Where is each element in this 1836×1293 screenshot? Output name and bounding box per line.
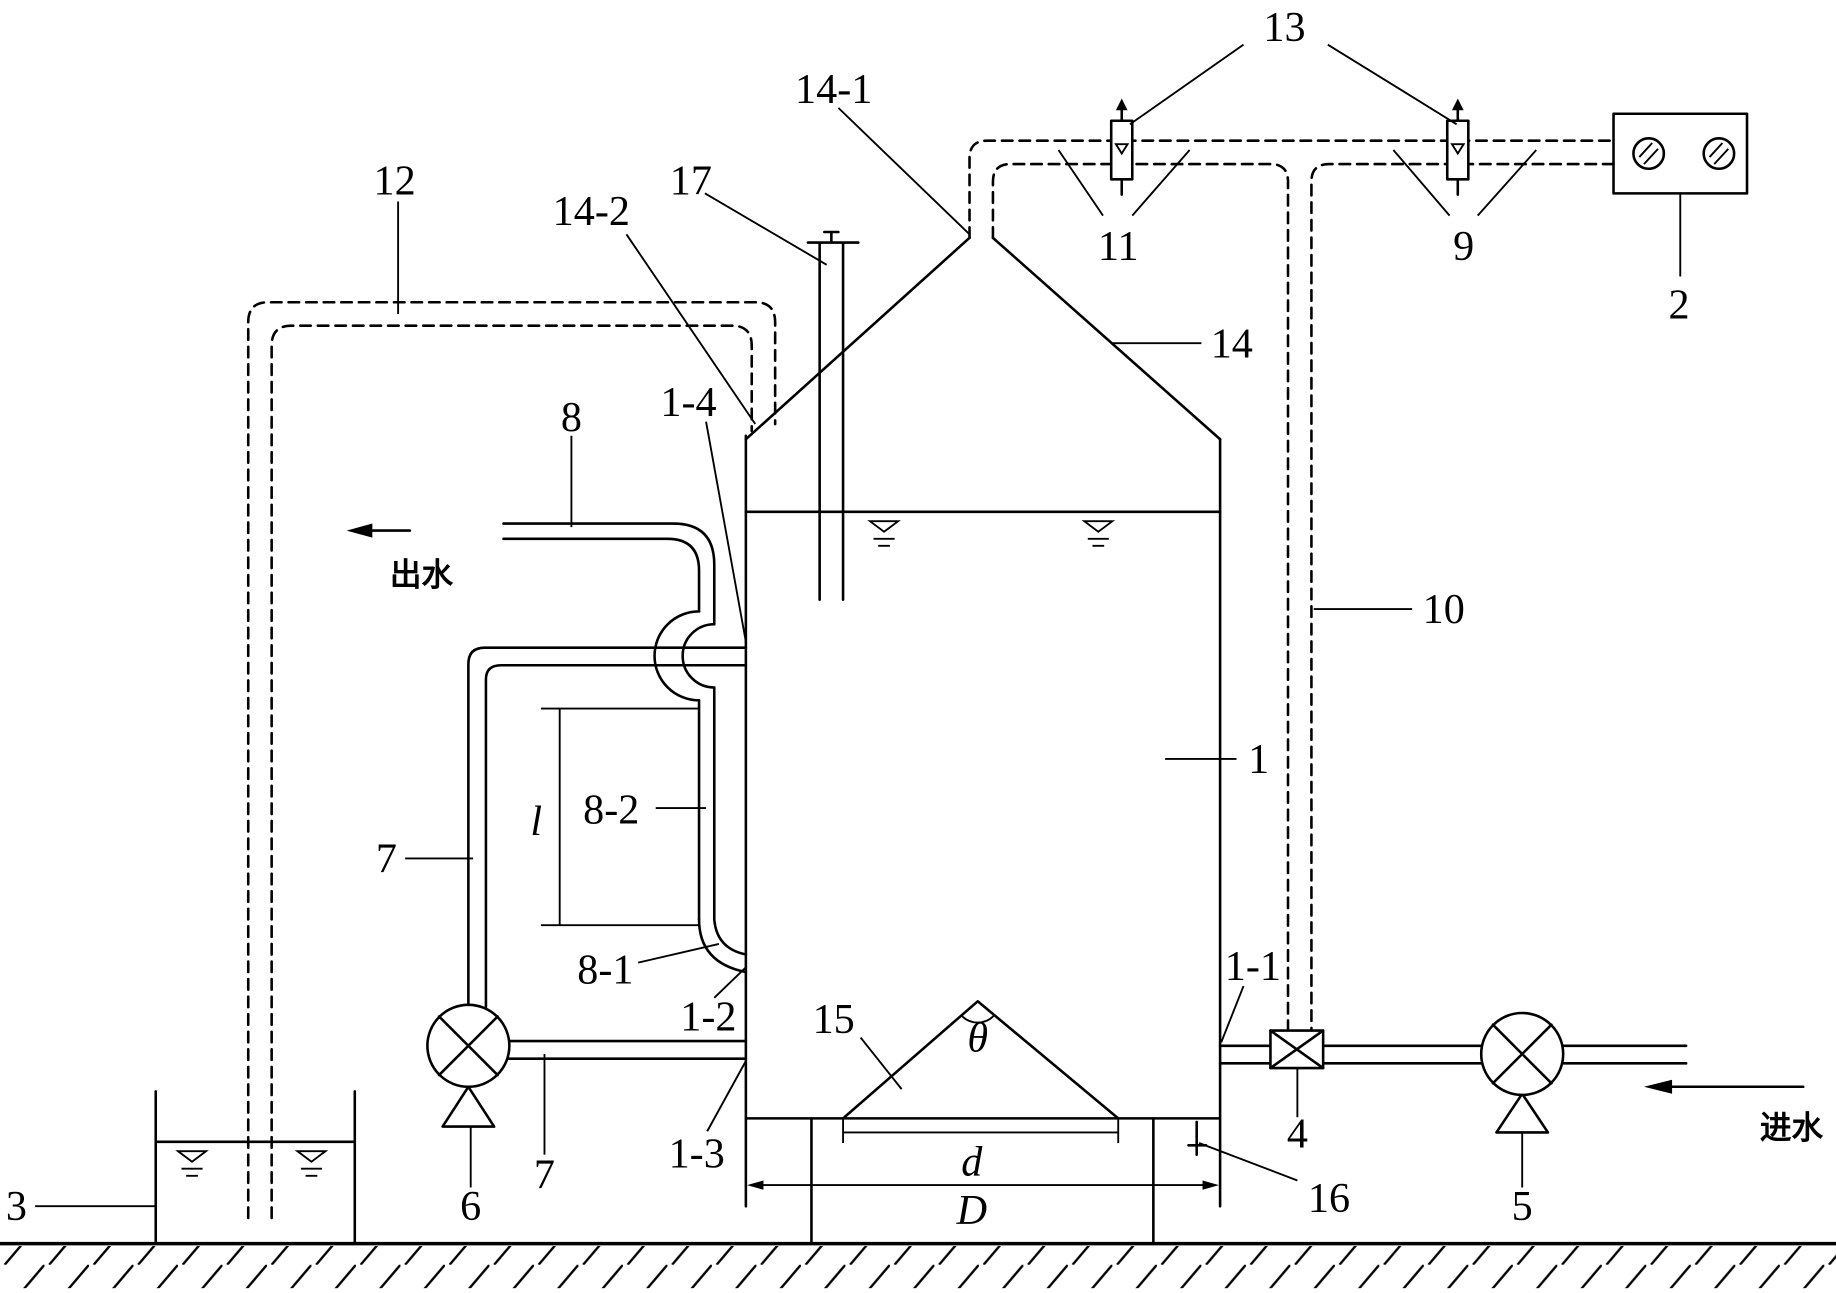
label-14: 14 <box>1211 320 1253 367</box>
gas-pipe-11-outer <box>968 139 1615 240</box>
tank-3 <box>154 1090 357 1245</box>
label-3: 3 <box>6 1183 27 1230</box>
label-8-2: 8-2 <box>583 786 639 833</box>
leader-8-1 <box>637 943 720 964</box>
inlet-label: 进水 <box>1760 1110 1824 1146</box>
leader-1-1 <box>1220 985 1245 1043</box>
recirculation-pipe-7-lower <box>506 1039 748 1060</box>
vessel-walls <box>744 434 1222 1208</box>
label-5: 5 <box>1512 1183 1533 1230</box>
pump-5-cross <box>1491 1023 1553 1085</box>
label-14-1: 14-1 <box>795 66 872 113</box>
tank-water-symbol-left <box>175 1150 209 1177</box>
device-2-dial-right <box>1702 137 1736 171</box>
label-8: 8 <box>561 394 582 441</box>
dimension-D-arrow-right <box>1202 1180 1219 1190</box>
label-7-lower: 7 <box>534 1152 555 1199</box>
flowmeter-body <box>1445 119 1470 181</box>
device-2-dial-left <box>1632 137 1666 171</box>
leader-14-2 <box>625 233 757 425</box>
leader-13 <box>1129 43 1458 126</box>
device-2-dial-right-hatch <box>1708 142 1729 165</box>
vessel-water-symbol-right <box>1081 520 1116 547</box>
recirculation-pipe-7-upper <box>467 646 748 1009</box>
label-14-2: 14-2 <box>553 188 630 235</box>
inlet-arrow-head <box>1643 1079 1673 1094</box>
label-4: 4 <box>1287 1111 1308 1158</box>
label-theta: θ <box>967 1015 988 1062</box>
outlet-pipe-8-1-bend <box>697 918 748 974</box>
leader-15 <box>859 1037 903 1090</box>
flowmeter-float <box>1450 143 1466 156</box>
label-diameter-D: D <box>956 1187 987 1234</box>
label-12: 12 <box>374 158 416 205</box>
label-diameter-d: d <box>961 1139 983 1186</box>
drain-16 <box>1187 1120 1208 1156</box>
label-6: 6 <box>460 1183 481 1230</box>
vessel-water-symbol-left <box>867 520 901 547</box>
label-10: 10 <box>1423 586 1465 633</box>
gas-pipe-12-outer <box>246 300 777 1220</box>
flowmeter-arrow <box>1451 98 1464 111</box>
pump-6-stand <box>441 1085 496 1128</box>
label-2: 2 <box>1669 282 1690 329</box>
pump-5-stand <box>1495 1092 1550 1134</box>
leader-11 <box>1057 149 1191 217</box>
support-legs <box>810 1117 1155 1245</box>
outlet-pipe-8-bypass-arc <box>653 610 716 702</box>
leader-14-1 <box>837 107 971 236</box>
gas-pipe-12-inner <box>270 324 754 1220</box>
dimension-D-arrow-left <box>747 1180 764 1190</box>
leader-1-2 <box>713 966 747 999</box>
pump-6-cross <box>437 1015 499 1077</box>
theta-arc <box>960 1014 995 1024</box>
outlet-pipe-8-outer <box>502 522 716 626</box>
cone-cover-14 <box>744 236 1222 441</box>
leader-1-4 <box>705 421 747 642</box>
tank-water-symbol-right <box>294 1150 329 1177</box>
label-1-3: 1-3 <box>669 1131 725 1178</box>
label-7-upper: 7 <box>376 835 397 882</box>
label-1: 1 <box>1248 736 1269 783</box>
device-2-dial-left-hatch <box>1638 142 1659 165</box>
dimension-d <box>842 1118 1120 1143</box>
label-1-4: 1-4 <box>660 379 716 426</box>
dimension-l <box>540 707 700 927</box>
flowmeter-left <box>1109 98 1134 196</box>
label-9: 9 <box>1453 223 1474 270</box>
pipe-17 <box>806 230 860 601</box>
ground-hatching <box>0 1246 1836 1289</box>
flowmeter-body <box>1109 119 1134 181</box>
flowmeter-float <box>1114 143 1130 156</box>
outlet-label: 出水 <box>390 558 454 594</box>
label-16: 16 <box>1308 1175 1350 1222</box>
valve-4-cross <box>1269 1029 1325 1070</box>
outlet-pipe-8-inner <box>502 537 701 613</box>
label-17: 17 <box>670 158 712 205</box>
leader-17 <box>704 192 828 266</box>
label-11: 11 <box>1098 223 1139 270</box>
cone-15 <box>841 1000 1120 1120</box>
outlet-pipe-8-2-riser <box>697 686 716 921</box>
leader-16 <box>1198 1142 1298 1182</box>
outlet-arrow-head <box>346 523 373 538</box>
leader-9 <box>1392 149 1537 217</box>
label-8-1: 8-1 <box>577 947 633 994</box>
label-length-l: l <box>530 798 542 845</box>
leader-1-3 <box>706 1060 747 1132</box>
gas-pipe-9-inner <box>1310 162 1615 1032</box>
flowmeter-arrow <box>1115 98 1128 111</box>
flowmeter-right <box>1445 98 1470 196</box>
label-1-2: 1-2 <box>680 994 736 1041</box>
inlet-pipe <box>1218 1044 1688 1065</box>
label-1-1: 1-1 <box>1225 943 1281 990</box>
gas-pipe-11-inner <box>991 162 1290 1032</box>
label-15: 15 <box>813 996 855 1043</box>
label-13: 13 <box>1263 4 1305 51</box>
